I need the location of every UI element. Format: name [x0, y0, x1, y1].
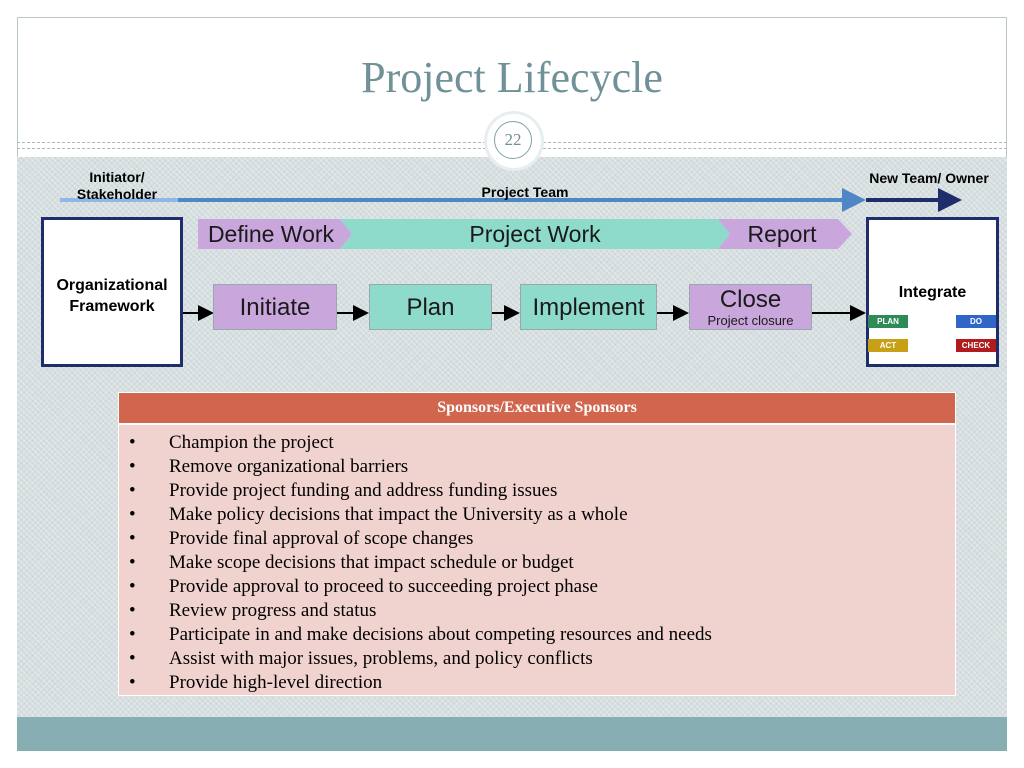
bullet-icon: •	[129, 648, 136, 669]
bullet-icon: •	[129, 528, 136, 549]
report-label: Report	[747, 221, 817, 247]
sponsors-table-header: Sponsors/Executive Sponsors	[119, 393, 955, 423]
phase-implement: Implement	[520, 284, 657, 330]
list-item: •Provide final approval of scope changes	[129, 528, 474, 549]
list-item: •Assist with major issues, problems, and…	[129, 648, 593, 669]
bullet-icon: •	[129, 624, 136, 645]
phase-plan-label: Plan	[406, 294, 455, 321]
report-chevron	[718, 219, 852, 249]
phase-implement-label: Implement	[532, 294, 645, 321]
list-item: •Participate in and make decisions about…	[129, 624, 712, 645]
bullet-icon: •	[129, 552, 136, 573]
list-item: •Make scope decisions that impact schedu…	[129, 552, 574, 573]
bullet-icon: •	[129, 456, 136, 477]
project-work-label: Project Work	[469, 221, 601, 247]
initiator-stakeholder-label: Initiator/ Stakeholder	[76, 169, 158, 199]
bullet-icon: •	[129, 480, 136, 501]
integrate-label: Integrate	[898, 284, 967, 301]
pdca-check-badge: CHECK	[956, 339, 996, 352]
pdca-plan-badge: PLAN	[868, 315, 908, 328]
phase-initiate-label: Initiate	[239, 294, 311, 321]
list-item: •Provide approval to proceed to succeedi…	[129, 576, 598, 597]
list-item: •Provide project funding and address fun…	[129, 480, 558, 501]
bullet-icon: •	[129, 504, 136, 525]
list-item: •Provide high-level direction	[129, 672, 383, 693]
bullet-icon: •	[129, 576, 136, 597]
sponsors-table: Sponsors/Executive Sponsors •Champion th…	[118, 392, 956, 696]
bullet-icon: •	[129, 432, 136, 453]
new-team-owner-label: New Team/ Owner	[869, 170, 989, 186]
slide-title: Project Lifecycle	[361, 53, 663, 102]
phase-plan: Plan	[369, 284, 492, 330]
phase-initiate: Initiate	[213, 284, 337, 330]
list-item: •Review progress and status	[129, 600, 377, 621]
project-team-label: Project Team	[481, 184, 569, 200]
list-item: •Remove organizational barriers	[129, 456, 409, 477]
pdca-act-badge: ACT	[868, 339, 908, 352]
page-number: 22	[494, 121, 532, 159]
table-header-divider	[119, 423, 955, 425]
footer-band	[17, 717, 1007, 751]
organizational-framework-box: Organizational Framework	[41, 217, 183, 367]
sponsor-responsibilities-list: •Champion the project •Remove organizati…	[119, 431, 955, 695]
phase-close-subtitle: Project closure	[707, 313, 794, 328]
list-item: •Champion the project	[129, 432, 334, 453]
project-work-chevron	[340, 219, 730, 249]
page-number-badge: 22	[487, 114, 541, 168]
define-work-chevron	[198, 219, 352, 249]
organizational-framework-label: Organizational Framework	[56, 277, 168, 315]
phase-close-label: Close	[719, 286, 782, 313]
bullet-icon: •	[129, 672, 136, 693]
list-item: •Make policy decisions that impact the U…	[129, 504, 628, 525]
pdca-do-badge: DO	[956, 315, 996, 328]
phase-close: Close Project closure	[689, 284, 812, 330]
bullet-icon: •	[129, 600, 136, 621]
define-work-label: Define Work	[207, 221, 335, 247]
